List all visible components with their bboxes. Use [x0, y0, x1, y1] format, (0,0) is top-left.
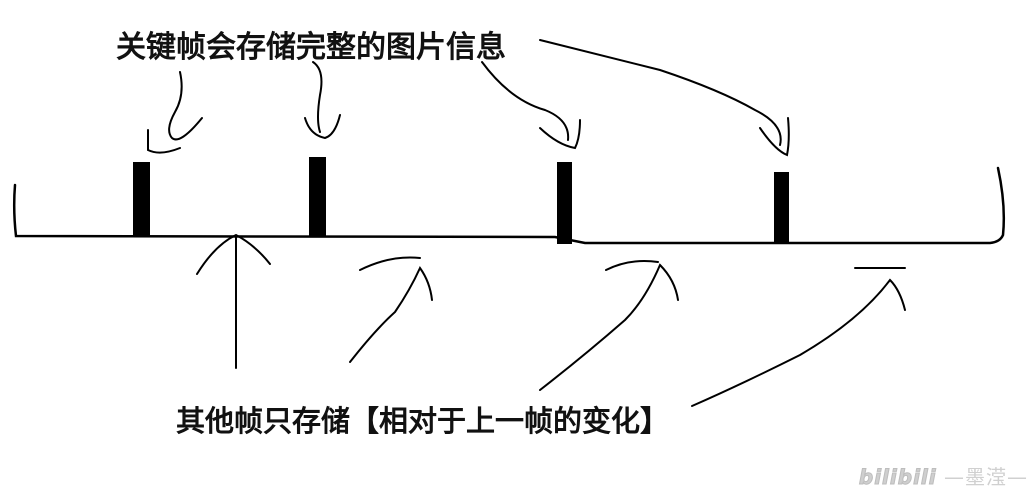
delta-arrow-2 [349, 256, 433, 363]
keyframe-bar-1 [133, 162, 150, 237]
watermark-author: —墨滢— [944, 465, 1028, 489]
keyframe-arrow-3 [481, 61, 581, 150]
keyframe-arrow-2 [304, 61, 341, 140]
keyframe-bar-3 [557, 162, 572, 244]
other-frames-annotation: 其他帧只存储【相对于上一帧的变化】 [176, 404, 670, 438]
keyframe-annotation: 关键帧会存储完整的图片信息 [116, 30, 506, 65]
watermark: bilibili —墨滢— [858, 461, 1028, 490]
delta-arrow-4 [691, 267, 906, 407]
bilibili-logo: bilibili [858, 465, 937, 490]
keyframe-bar-4 [774, 172, 789, 244]
delta-arrow-1 [196, 234, 271, 369]
delta-arrow-3 [539, 260, 679, 391]
keyframe-bar-2 [309, 157, 326, 237]
keyframe-arrow-1 [147, 71, 203, 154]
timeline-line [12, 166, 1006, 245]
keyframe-arrow-4 [539, 39, 790, 157]
